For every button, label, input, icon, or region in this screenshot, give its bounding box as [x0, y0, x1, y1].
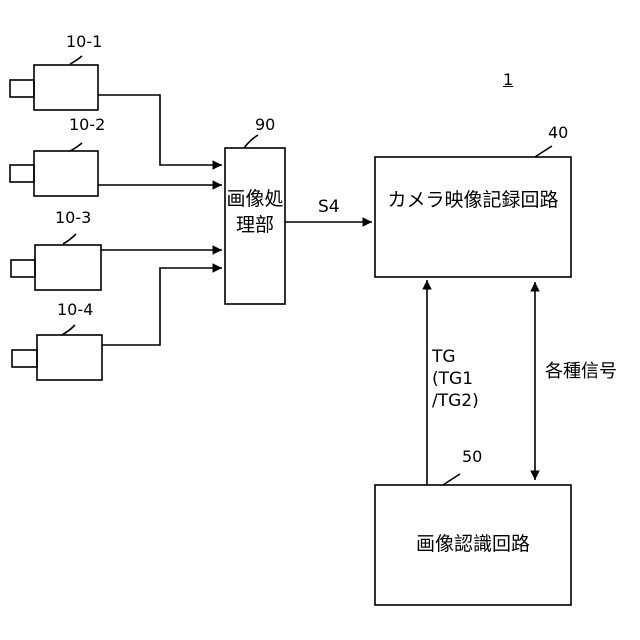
- recognizer-label: 画像認識回路: [376, 535, 570, 554]
- ref-leader-40: [535, 146, 552, 157]
- signal-label-s4: S4: [318, 199, 340, 216]
- camera-10-3: [11, 234, 101, 290]
- image-processor-label: 画像処理部: [225, 186, 285, 238]
- camera-label-10-4: 10-4: [57, 302, 93, 318]
- ref-leader-50: [443, 474, 460, 485]
- camera-label-10-1: 10-1: [66, 34, 102, 50]
- camera-label-10-3: 10-3: [55, 210, 91, 226]
- recorder-label: カメラ映像記録回路: [373, 184, 573, 216]
- figure-reference-number: 1: [503, 72, 513, 88]
- connector-10-1: [98, 95, 222, 165]
- connector-10-4: [102, 268, 222, 345]
- camera-10-4: [12, 325, 102, 380]
- signal-label-tg: TG (TG1 /TG2): [432, 346, 479, 412]
- camera-recording-circuit-block: [375, 157, 571, 277]
- camera-10-1: [10, 56, 98, 110]
- image-processor-ref: 90: [255, 117, 275, 133]
- recorder-ref: 40: [548, 125, 568, 141]
- recognizer-ref: 50: [462, 449, 482, 465]
- ref-leader-90: [244, 135, 258, 148]
- signal-label-various: 各種信号: [545, 363, 617, 381]
- camera-label-10-2: 10-2: [69, 117, 105, 133]
- camera-10-2: [10, 143, 98, 196]
